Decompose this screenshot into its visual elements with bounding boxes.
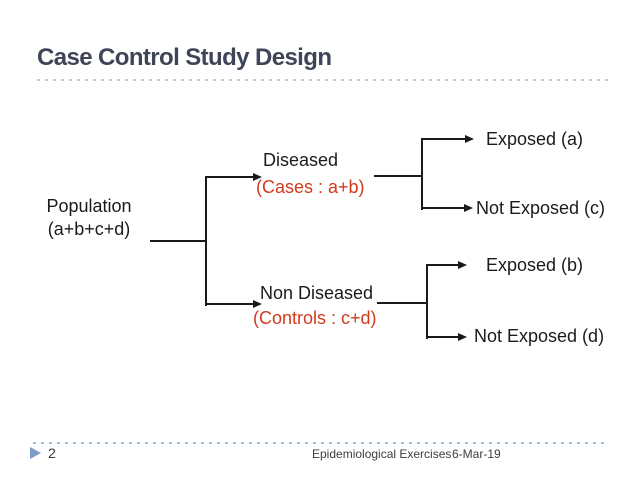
slide-title: Case Control Study Design <box>37 44 332 71</box>
cases-sublabel: (Cases : a+b) <box>256 177 365 197</box>
not-exposed-c-label: Not Exposed (c) <box>476 198 606 218</box>
diseased-vertical-line <box>421 138 423 210</box>
main-vertical-line <box>205 176 207 306</box>
not-exposed-d-label: Not Exposed (d) <box>474 326 605 346</box>
population-node: Population (a+b+c+d) <box>34 195 144 241</box>
footer-date: 6-Mar-19 <box>452 447 501 461</box>
exposed-b-label: Exposed (b) <box>486 255 584 275</box>
arrow-to-not-exposed-d <box>427 336 458 338</box>
arrow-to-not-exposed-c <box>422 207 464 209</box>
population-formula: (a+b+c+d) <box>47 219 131 239</box>
exposed-a-label: Exposed (a) <box>486 129 584 149</box>
non-diseased-branch-line <box>377 302 427 304</box>
diseased-label: Diseased <box>263 150 339 170</box>
arrow-to-exposed-b <box>427 264 458 266</box>
population-branch-line <box>150 240 207 242</box>
controls-sublabel: (Controls : c+d) <box>253 308 377 328</box>
title-divider <box>37 79 608 81</box>
footer-text: Epidemiological Exercises <box>312 447 452 461</box>
footer-divider <box>33 442 608 444</box>
non-diseased-vertical-line <box>426 264 428 339</box>
footer-bullet-triangle-icon <box>30 447 41 459</box>
arrow-to-diseased <box>206 176 253 178</box>
page-number: 2 <box>48 445 56 461</box>
arrow-to-non-diseased <box>206 303 253 305</box>
diseased-branch-line <box>374 175 422 177</box>
non-diseased-label: Non Diseased <box>260 283 374 303</box>
population-label: Population <box>46 196 132 216</box>
arrow-to-exposed-a <box>422 138 465 140</box>
